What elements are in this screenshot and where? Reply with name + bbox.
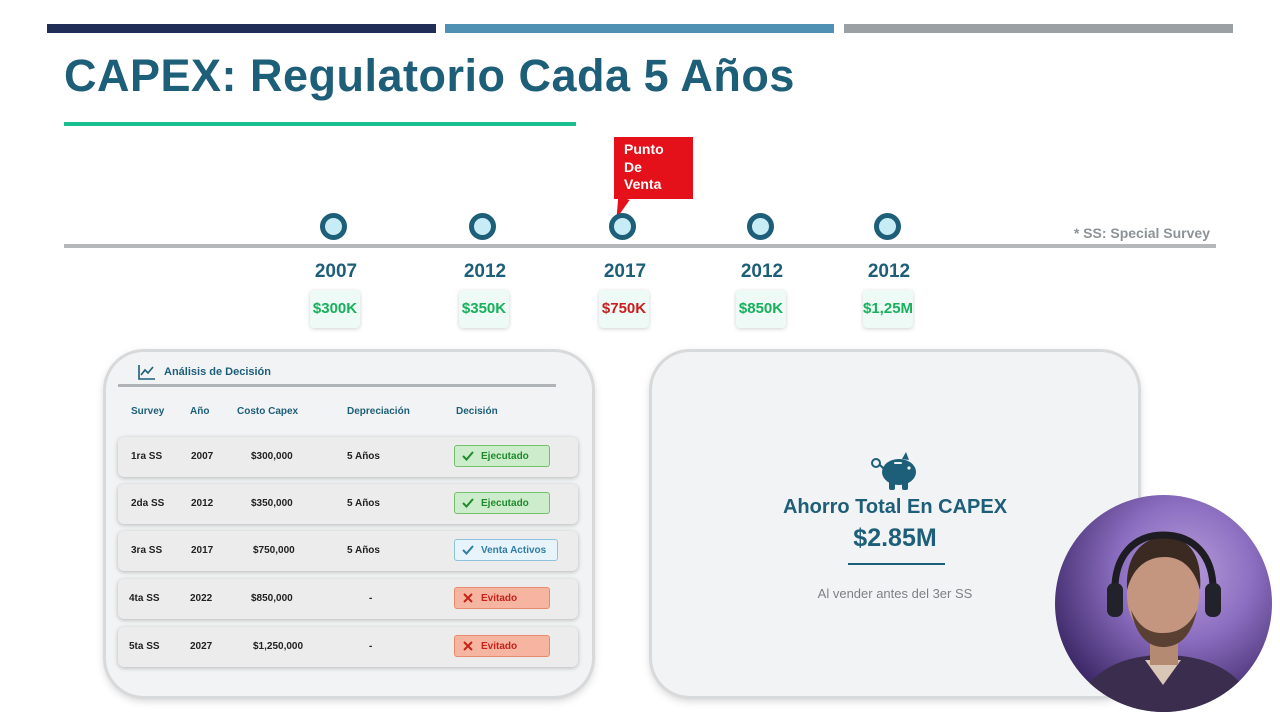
divider bbox=[848, 563, 945, 565]
cell-survey: 2da SS bbox=[131, 498, 165, 509]
badge-label: Venta Activos bbox=[481, 544, 547, 556]
header-bar-gray bbox=[844, 24, 1233, 33]
cell-year: 2017 bbox=[191, 545, 214, 556]
cell-survey: 5ta SS bbox=[129, 641, 160, 652]
timeline-year: 2012 bbox=[740, 261, 784, 282]
badge-label: Ejecutado bbox=[481, 450, 529, 462]
timeline-year: 2012 bbox=[867, 261, 911, 282]
title-underline bbox=[64, 122, 576, 126]
cell-year: 2027 bbox=[190, 641, 213, 652]
header-bar-navy bbox=[47, 24, 436, 33]
cell-survey: 1ra SS bbox=[131, 451, 163, 462]
timeline-marker bbox=[609, 213, 636, 240]
table-row: 3ra SS 2017 $750,000 5 Años Venta Activo… bbox=[118, 531, 578, 571]
cell-depreciation: - bbox=[369, 641, 373, 652]
timeline-value: $850K bbox=[736, 290, 786, 328]
column-header-year: Año bbox=[190, 406, 210, 417]
cell-cost: $350,000 bbox=[251, 498, 293, 509]
callout-line: Venta bbox=[624, 176, 662, 192]
status-badge-avoided: Evitado bbox=[454, 635, 550, 657]
presenter-webcam bbox=[1055, 495, 1272, 712]
capex-savings-panel: Ahorro Total En CAPEX $2.85M Al vender a… bbox=[652, 352, 1138, 696]
header-bar-blue bbox=[445, 24, 834, 33]
status-badge-avoided: Evitado bbox=[454, 587, 550, 609]
panel-header: Análisis de Decisión bbox=[138, 364, 271, 380]
cell-survey: 4ta SS bbox=[129, 593, 160, 604]
savings-note: Al vender antes del 3er SS bbox=[817, 586, 973, 601]
timeline-marker bbox=[747, 213, 774, 240]
check-icon bbox=[462, 451, 474, 461]
cell-depreciation: 5 Años bbox=[347, 498, 380, 509]
cell-year: 2007 bbox=[191, 451, 214, 462]
timeline-year: 2017 bbox=[603, 261, 647, 282]
timeline-value: $350K bbox=[459, 290, 509, 328]
cell-survey: 3ra SS bbox=[131, 545, 163, 556]
cell-depreciation: 5 Años bbox=[347, 451, 380, 462]
x-icon bbox=[463, 641, 473, 651]
timeline-marker bbox=[469, 213, 496, 240]
table-row: 1ra SS 2007 $300,000 5 Años Ejecutado bbox=[118, 437, 578, 477]
cell-year: 2022 bbox=[190, 593, 213, 604]
status-badge-executed: Ejecutado bbox=[454, 492, 550, 514]
column-header-depreciation: Depreciación bbox=[347, 406, 410, 417]
cell-cost: $1,250,000 bbox=[253, 641, 304, 652]
cell-depreciation: 5 Años bbox=[347, 545, 380, 556]
timeline-value-highlight: $750K bbox=[599, 290, 649, 328]
cell-cost: $850,000 bbox=[251, 593, 293, 604]
savings-value: $2.85M bbox=[853, 524, 937, 552]
presenter-silhouette bbox=[1075, 531, 1255, 712]
divider bbox=[118, 384, 556, 387]
timeline-year: 2007 bbox=[314, 261, 358, 282]
timeline-value: $300K bbox=[310, 290, 360, 328]
column-header-decision: Decisión bbox=[456, 406, 498, 417]
cell-depreciation: - bbox=[369, 593, 373, 604]
line-chart-icon bbox=[138, 364, 156, 380]
status-badge-asset-sale: Venta Activos bbox=[454, 539, 558, 561]
slide-title: CAPEX: Regulatorio Cada 5 Años bbox=[64, 50, 795, 101]
timeline-year: 2012 bbox=[463, 261, 507, 282]
callout-line: De bbox=[624, 158, 642, 175]
piggy-bank-icon bbox=[870, 450, 920, 492]
x-icon bbox=[463, 593, 473, 603]
column-header-capex: Costo Capex bbox=[237, 406, 299, 417]
callout-line: Punto bbox=[624, 141, 664, 157]
cell-cost: $750,000 bbox=[253, 545, 295, 556]
badge-label: Ejecutado bbox=[481, 497, 529, 509]
footnote: * SS: Special Survey bbox=[1073, 225, 1210, 241]
sale-point-callout: Punto De Venta bbox=[614, 137, 693, 199]
check-icon bbox=[462, 498, 474, 508]
table-row: 5ta SS 2027 $1,250,000 - Evitado bbox=[118, 627, 578, 667]
badge-label: Evitado bbox=[481, 592, 518, 604]
column-header-survey: Survey bbox=[131, 406, 165, 417]
table-row: 4ta SS 2022 $850,000 - Evitado bbox=[118, 579, 578, 619]
check-icon bbox=[462, 545, 474, 555]
cell-year: 2012 bbox=[191, 498, 214, 509]
cell-cost: $300,000 bbox=[251, 451, 293, 462]
table-row: 2da SS 2012 $350,000 5 Años Ejecutado bbox=[118, 484, 578, 524]
timeline-value: $1,25M bbox=[863, 290, 913, 328]
timeline-axis bbox=[64, 244, 1216, 248]
savings-title: Ahorro Total En CAPEX bbox=[782, 496, 1008, 518]
badge-label: Evitado bbox=[481, 640, 518, 652]
timeline-marker bbox=[320, 213, 347, 240]
panel-header-title: Análisis de Decisión bbox=[164, 366, 271, 378]
status-badge-executed: Ejecutado bbox=[454, 445, 550, 467]
decision-analysis-panel: Análisis de Decisión Survey Año Costo Ca… bbox=[106, 352, 592, 696]
timeline-marker bbox=[874, 213, 901, 240]
